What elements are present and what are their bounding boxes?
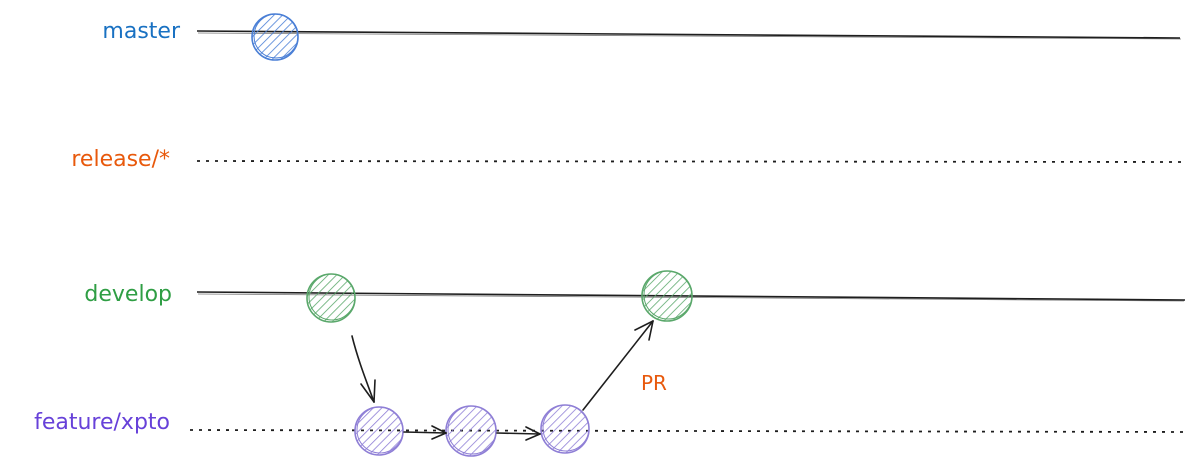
commit-develop-merge	[641, 270, 693, 322]
master-branch-line	[196, 30, 1181, 39]
arrow-develop-to-feature	[351, 335, 376, 403]
branch-label-release: release/*	[71, 147, 170, 172]
release-branch-line	[196, 160, 1186, 163]
commit-feature-2	[445, 405, 497, 457]
arrow-pull-request	[582, 320, 654, 411]
commit-master	[251, 13, 299, 61]
commit-feature-3	[540, 404, 590, 454]
feature-branch-line	[189, 429, 1186, 433]
arrow-feature-1-to-2	[403, 425, 447, 440]
commit-develop-start	[306, 273, 356, 323]
branch-label-master: master	[102, 19, 181, 44]
branch-label-develop: develop	[84, 282, 172, 307]
branch-label-feature: feature/xpto	[34, 410, 170, 435]
arrow-feature-2-to-3	[496, 426, 541, 441]
pr-label: PR	[641, 371, 667, 395]
commit-feature-1	[354, 406, 404, 456]
